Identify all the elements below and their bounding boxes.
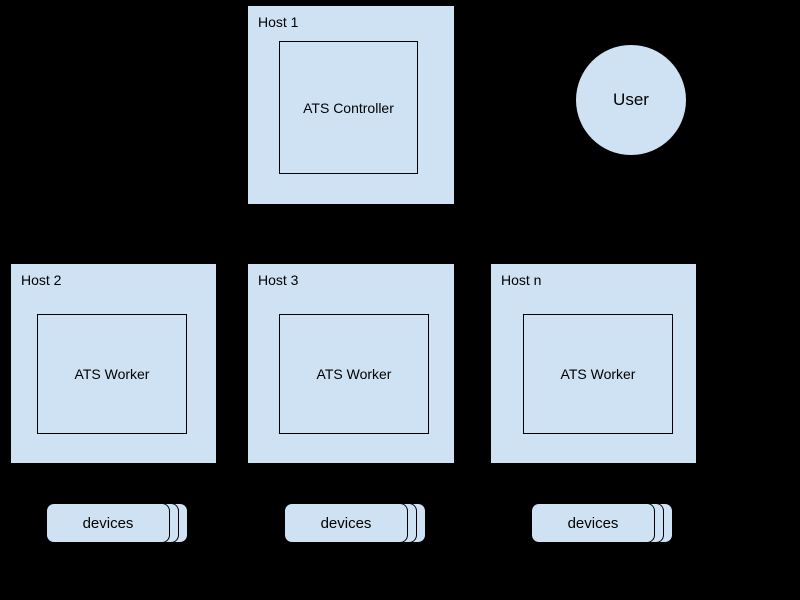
host-box-host-1[interactable]: Host 1 ATS Controller — [247, 5, 455, 205]
host-label-host-n: Host n — [501, 272, 542, 288]
component-box-ats-worker-host-2[interactable]: ATS Worker — [37, 314, 187, 434]
host-label-host-1: Host 1 — [258, 14, 299, 30]
component-box-ats-controller[interactable]: ATS Controller — [279, 41, 418, 174]
devices-stack-host-2[interactable]: devices — [46, 503, 188, 543]
host-label-host-2: Host 2 — [21, 272, 62, 288]
user-actor-circle[interactable]: User — [576, 45, 686, 155]
component-label-ats-controller: ATS Controller — [303, 99, 394, 116]
host-box-host-2[interactable]: Host 2 ATS Worker — [10, 263, 217, 464]
user-actor-label: User — [613, 90, 649, 109]
devices-label-host-2: devices — [82, 514, 134, 532]
devices-stack-host-n[interactable]: devices — [531, 503, 673, 543]
devices-label-host-3: devices — [320, 514, 372, 532]
host-box-host-n[interactable]: Host n ATS Worker — [490, 263, 697, 464]
devices-sheet-front[interactable]: devices — [284, 503, 408, 543]
host-box-host-3[interactable]: Host 3 ATS Worker — [247, 263, 455, 464]
devices-sheet-front[interactable]: devices — [531, 503, 655, 543]
component-label-ats-worker-host-n: ATS Worker — [560, 366, 636, 382]
component-label-ats-worker-host-2: ATS Worker — [74, 366, 150, 382]
devices-label-host-n: devices — [567, 514, 619, 532]
component-label-ats-worker-host-3: ATS Worker — [316, 366, 392, 382]
devices-stack-host-3[interactable]: devices — [284, 503, 426, 543]
component-box-ats-worker-host-n[interactable]: ATS Worker — [523, 314, 673, 434]
host-label-host-3: Host 3 — [258, 272, 299, 288]
component-box-ats-worker-host-3[interactable]: ATS Worker — [279, 314, 429, 434]
devices-sheet-front[interactable]: devices — [46, 503, 170, 543]
